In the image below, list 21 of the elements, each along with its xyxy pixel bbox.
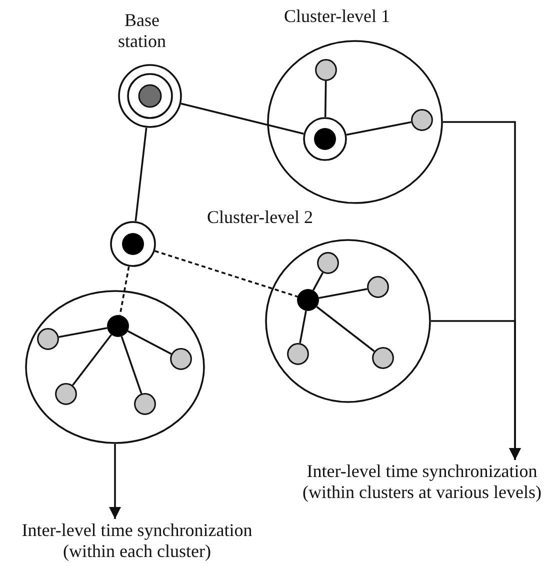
link-line <box>324 80 327 118</box>
link-line <box>120 336 142 394</box>
link-line <box>127 330 172 355</box>
link-line <box>134 128 148 222</box>
link-line <box>180 102 304 135</box>
link-line <box>346 121 412 136</box>
link-line <box>72 334 112 386</box>
dashed-link-line <box>119 266 130 316</box>
link-line <box>312 272 324 291</box>
arrow <box>109 444 121 519</box>
annotation-text: Inter-level time synchronization (within each cluster) <box>20 520 254 562</box>
heading-text: Cluster-level 1 <box>282 6 392 27</box>
link-line <box>318 288 368 299</box>
link-line <box>299 310 307 344</box>
dashed-link-line <box>154 250 298 298</box>
arrow <box>431 320 521 460</box>
link-line <box>58 327 108 338</box>
link-line <box>316 306 375 352</box>
level-label: Cluster-level 2 <box>206 207 314 228</box>
annotation-text: Inter-level time synchronization (within clusters at various levels) <box>302 461 542 502</box>
heading-text: Base station <box>117 10 167 52</box>
